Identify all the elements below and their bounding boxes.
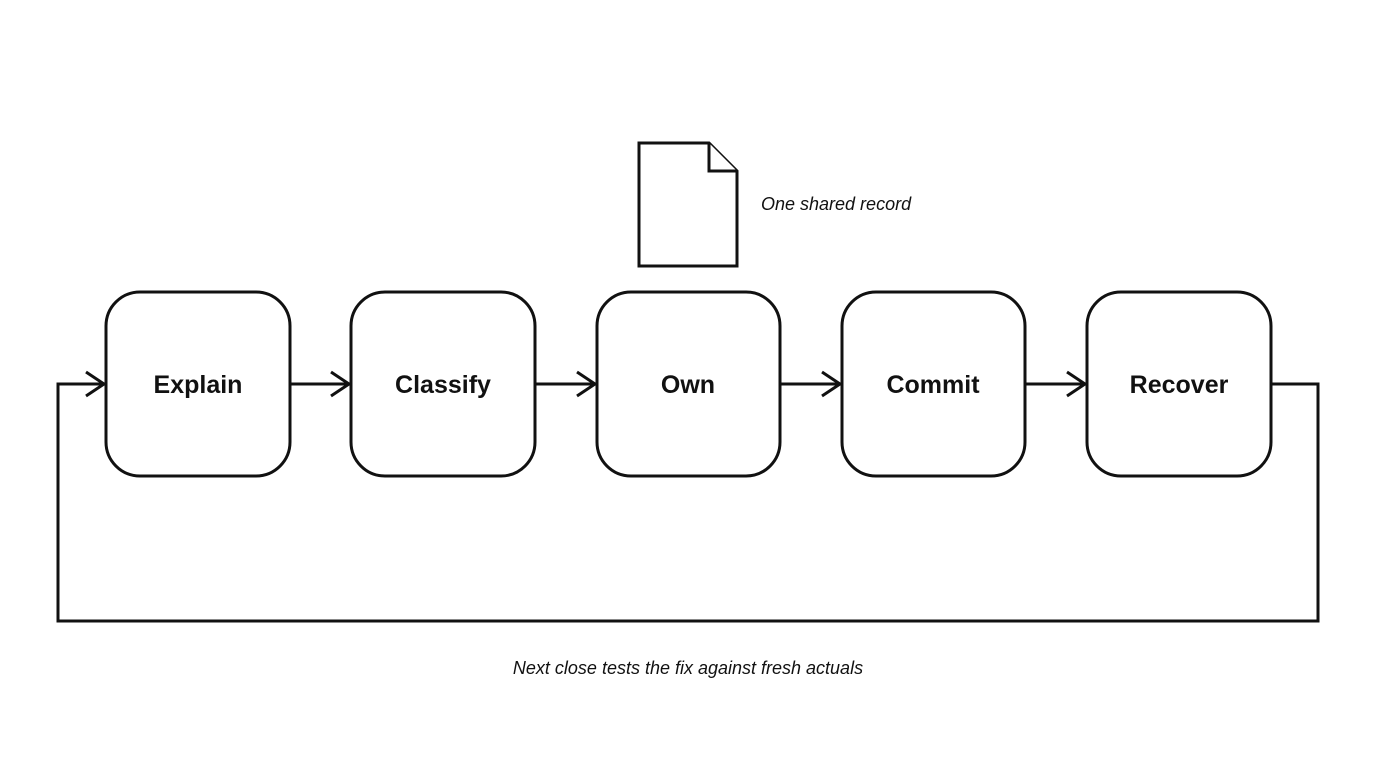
stage-recover: Recover — [1085, 290, 1273, 478]
document-icon — [637, 141, 739, 268]
loop-caption: Next close tests the fix against fresh a… — [513, 658, 863, 678]
stage-label-explain: Explain — [154, 371, 243, 399]
stage-label-commit: Commit — [886, 371, 980, 399]
connector-classify-own — [535, 370, 598, 398]
stage-label-classify: Classify — [395, 371, 491, 399]
document-caption: One shared record — [761, 194, 912, 214]
stage-own: Own — [595, 290, 782, 478]
stage-commit: Commit — [840, 290, 1027, 478]
feedback-loop-line — [56, 382, 1320, 623]
stage-classify: Classify — [349, 290, 537, 478]
connector-own-commit — [780, 370, 843, 398]
stage-label-recover: Recover — [1130, 371, 1229, 399]
connector-explain-classify — [290, 370, 352, 398]
stage-label-own: Own — [661, 371, 715, 399]
connector-commit-recover — [1025, 370, 1088, 398]
feedback-loop-arrowhead — [85, 370, 107, 398]
stage-explain: Explain — [104, 290, 292, 478]
